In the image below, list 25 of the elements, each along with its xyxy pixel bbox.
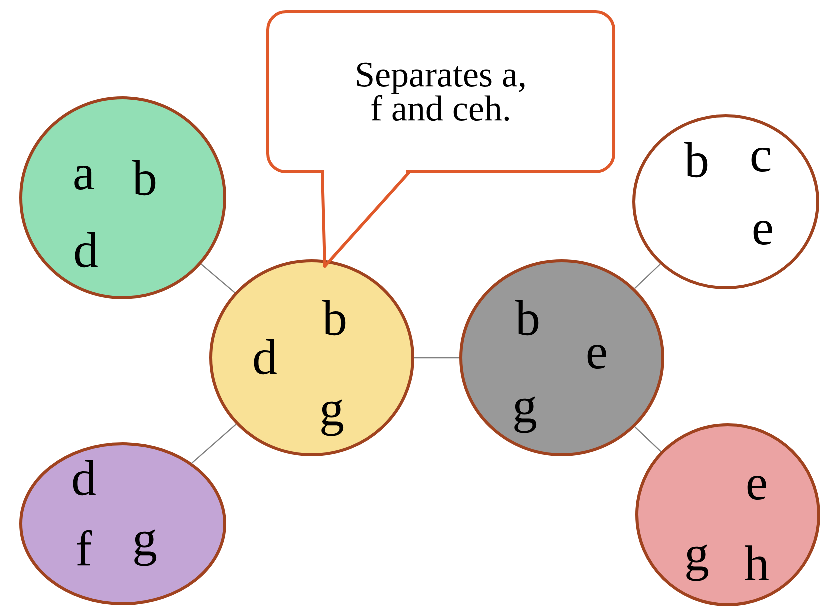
letter: g [134, 530, 157, 566]
letter: e [748, 476, 766, 500]
letter: d [75, 232, 98, 268]
letter: d [254, 339, 277, 375]
callout-bubble: Separates a, f and ceh. [266, 10, 616, 174]
letter: b [132, 160, 156, 196]
connector-line [634, 264, 661, 290]
letter: h [745, 546, 769, 580]
letter: a [74, 166, 94, 190]
letter: f [77, 530, 92, 566]
callout-tail [321, 172, 410, 268]
letter: e [754, 220, 772, 246]
letter: b [516, 300, 539, 336]
connector-line [192, 424, 237, 464]
letter: c [752, 148, 771, 172]
connector-line [414, 357, 460, 359]
letter: g [514, 396, 537, 434]
letter: b [684, 142, 708, 178]
letter: g [322, 400, 344, 436]
connector-line [634, 426, 662, 452]
letter: b [322, 300, 346, 336]
letter: g [686, 544, 709, 582]
connector-line [200, 264, 236, 294]
letter: d [73, 460, 96, 496]
letter: e [588, 344, 606, 370]
